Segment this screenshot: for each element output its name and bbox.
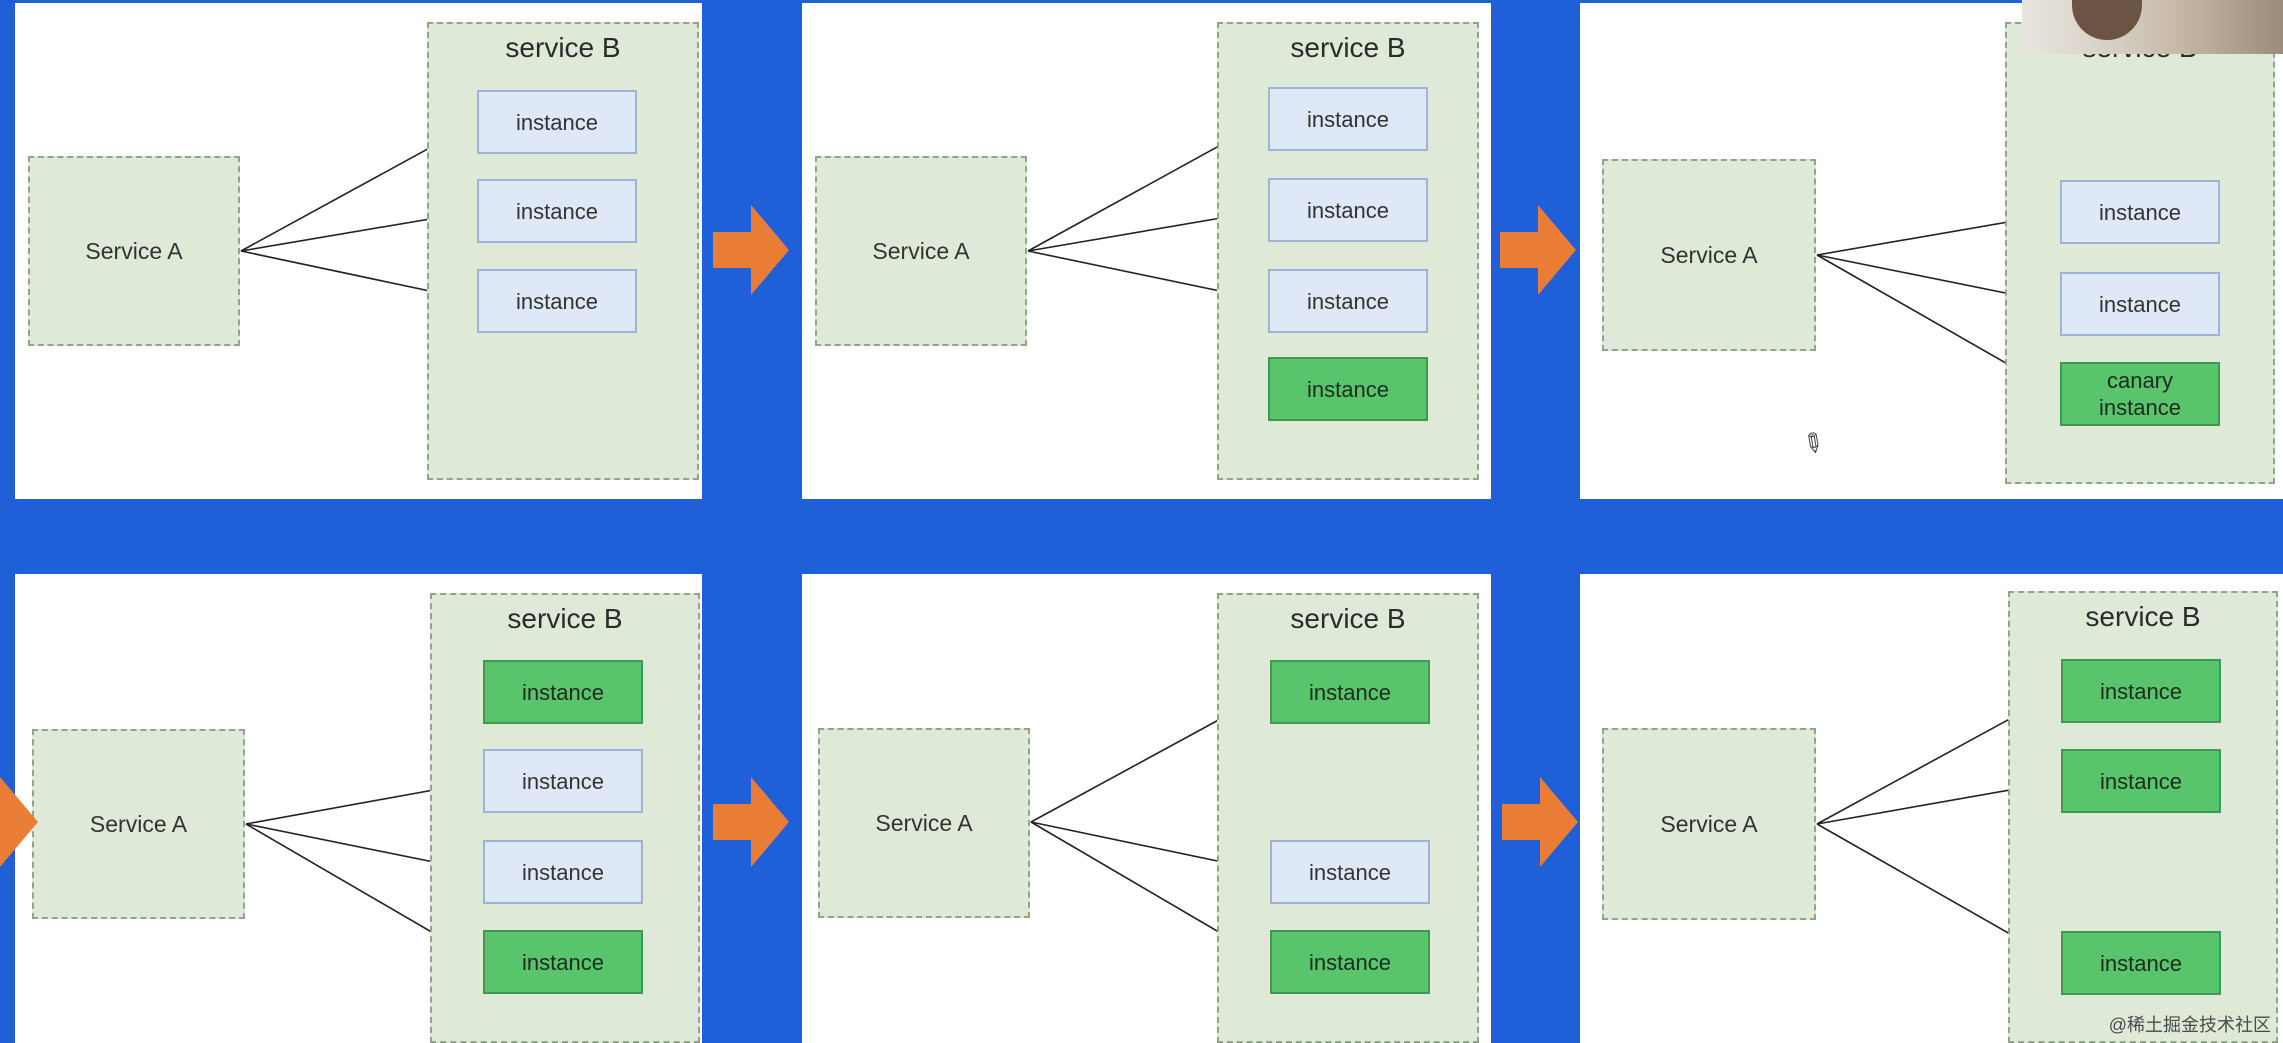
instance-box: instance	[477, 90, 637, 154]
stage-panel-3: Service A service B instance instance ca…	[1580, 3, 2283, 499]
transition-arrow-icon	[713, 205, 789, 295]
new-instance-box: instance	[2061, 931, 2221, 995]
service-a-box: Service A	[28, 156, 240, 346]
instance-box: instance	[1268, 87, 1428, 151]
new-instance-box: instance	[2061, 749, 2221, 813]
service-a-box: Service A	[1602, 159, 1816, 351]
instance-box: instance	[1270, 840, 1430, 904]
service-b-title: service B	[507, 603, 623, 634]
stage-panel-5: Service A service B instance instance in…	[802, 574, 1491, 1043]
service-b-title: service B	[1290, 603, 1406, 634]
new-instance-box: instance	[2061, 659, 2221, 723]
instance-box: instance	[2060, 272, 2220, 336]
service-a-label: Service A	[1660, 241, 1758, 268]
instance-box: instance	[2060, 180, 2220, 244]
service-a-label: Service A	[89, 810, 188, 837]
service-b-title: service B	[1290, 32, 1406, 63]
service-b-title: service B	[505, 32, 621, 63]
instance-box: instance	[483, 840, 643, 904]
transition-arrow-icon	[1502, 777, 1578, 867]
service-b-title: service B	[2085, 601, 2201, 632]
stage-panel-2: Service A service B instance instance in…	[802, 3, 1491, 499]
new-instance-box: instance	[1268, 357, 1428, 421]
new-instance-box: instance	[483, 930, 643, 994]
new-instance-box: instance	[1270, 660, 1430, 724]
canary-instance-box: canary instance	[2060, 362, 2220, 426]
stage-panel-6: Service A service B instance instance in…	[1580, 574, 2283, 1043]
service-a-box: Service A	[1602, 728, 1816, 920]
instance-box: instance	[483, 749, 643, 813]
service-a-label: Service A	[875, 809, 973, 836]
service-a-box: Service A	[818, 728, 1030, 918]
watermark: @稀土掘金技术社区	[2108, 1015, 2271, 1035]
service-a-label: Service A	[85, 237, 183, 264]
stage-panel-1: Service A service B instance instance in…	[15, 3, 702, 499]
presenter-webcam	[2022, 0, 2283, 54]
new-instance-box: instance	[483, 660, 643, 724]
instance-box: instance	[477, 179, 637, 243]
instance-box: instance	[1268, 269, 1428, 333]
instance-box: instance	[1268, 178, 1428, 242]
service-a-box: Service A	[32, 729, 245, 919]
service-a-box: Service A	[815, 156, 1027, 346]
service-a-label: Service A	[1660, 810, 1758, 837]
new-instance-box: instance	[1270, 930, 1430, 994]
transition-arrow-icon	[1500, 205, 1576, 295]
service-a-label: Service A	[872, 237, 970, 264]
transition-arrow-icon	[713, 777, 789, 867]
instance-box: instance	[477, 269, 637, 333]
transition-arrow-icon	[0, 777, 38, 867]
stage-panel-4: Service A service B instance instance in…	[15, 574, 702, 1043]
